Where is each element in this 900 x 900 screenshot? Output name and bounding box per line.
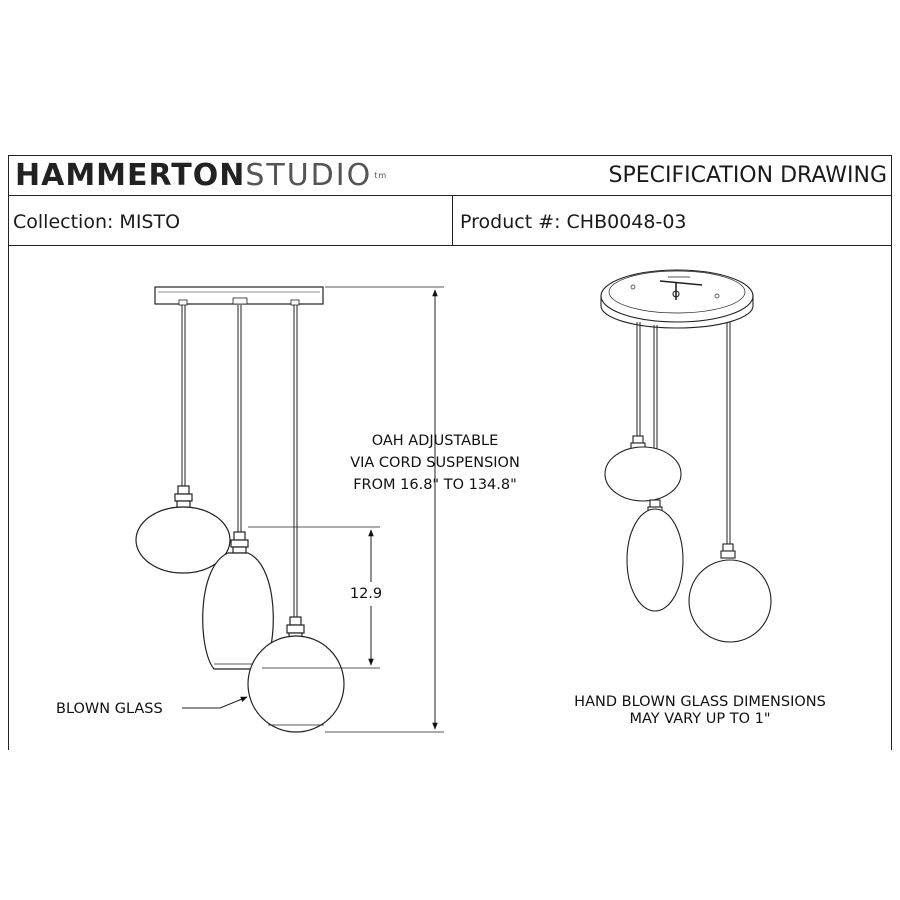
annotation-text: OAH ADJUSTABLE VIA CORD SUSPENSION FROM … bbox=[56, 433, 826, 727]
oah-text-line-1: OAH ADJUSTABLE bbox=[372, 433, 499, 449]
perspective-tall-shade bbox=[626, 508, 684, 612]
product-number-label: Product #: CHB0048-03 bbox=[460, 211, 687, 233]
glass-note-line-1: HAND BLOWN GLASS DIMENSIONS bbox=[574, 694, 826, 710]
blown-glass-label: BLOWN GLASS bbox=[56, 701, 163, 717]
info-divider bbox=[452, 196, 453, 245]
socket-2 bbox=[230, 531, 249, 554]
perspective-view bbox=[600, 269, 772, 643]
collection-label: Collection: MISTO bbox=[13, 211, 181, 233]
height-dimension-label: 12.9 bbox=[350, 586, 382, 602]
perspective-oval-shade bbox=[604, 446, 682, 502]
brand-trademark: tm bbox=[374, 171, 388, 180]
oval-glass-shade bbox=[135, 506, 231, 574]
round-glass-shade bbox=[247, 635, 345, 733]
socket-1 bbox=[174, 485, 193, 509]
oah-text-line-2: VIA CORD SUSPENSION bbox=[350, 455, 520, 471]
oah-text-line-3: FROM 16.8" TO 134.8" bbox=[353, 477, 517, 493]
brand-light: STUDIO bbox=[245, 158, 373, 193]
front-elevation bbox=[135, 286, 345, 733]
perspective-round-shade bbox=[688, 559, 772, 643]
info-row: Collection: MISTO Product #: CHB0048-03 bbox=[9, 196, 891, 246]
document-type-title: SPECIFICATION DRAWING bbox=[608, 163, 887, 188]
glass-note-line-2: MAY VARY UP TO 1" bbox=[629, 711, 770, 727]
suspension-cords bbox=[181, 305, 298, 617]
brand-bold: HAMMERTON bbox=[15, 158, 246, 193]
